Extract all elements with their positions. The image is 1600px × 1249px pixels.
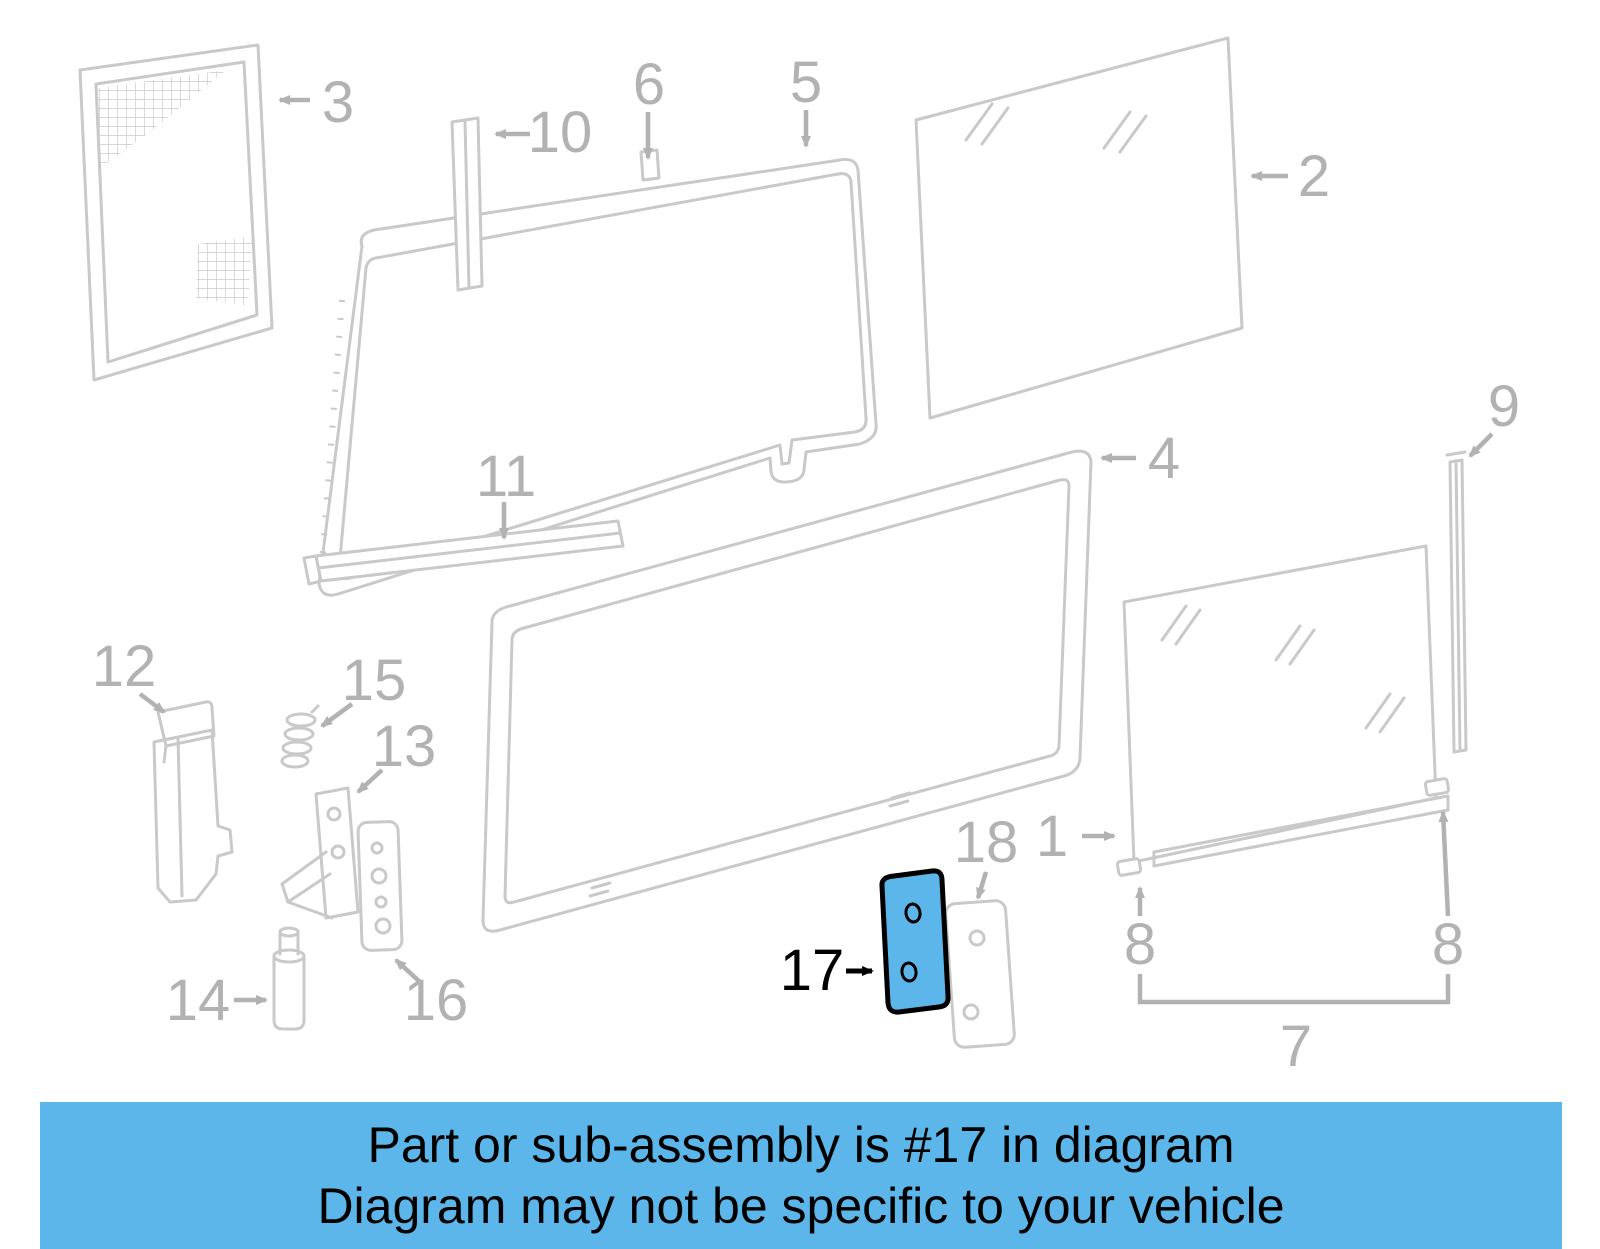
part-13-bracket-drawing [280,786,360,920]
callout-9-label: 9 [1488,374,1520,439]
callout-7-label: 7 [1280,1014,1312,1079]
callout-8-right-arrow [1438,810,1451,917]
callout-6-label: 6 [633,52,665,117]
part-18-plate-drawing [944,899,1016,1049]
callout-18-arrow [975,871,989,900]
part-7-belt-strip-drawing [1152,794,1450,868]
callout-5-label: 5 [790,50,822,115]
callout-17-label: 17 [780,938,845,1003]
callout-7-bracket [1137,974,1451,1005]
part-16-plate-drawing [356,820,404,952]
callout-14-label: 14 [166,968,231,1033]
callout-18-label: 18 [954,810,1019,875]
part-14-pin-drawing [272,926,306,1031]
part-8-clip-left-drawing [1115,857,1143,877]
banner-line-2: Diagram may not be specific to your vehi… [317,1177,1285,1234]
callout-10-label: 10 [528,100,593,165]
part-9-filler-strip-drawing [1445,450,1468,754]
callout-8-right-label: 8 [1432,912,1464,977]
callout-13-label: 13 [372,714,437,779]
part-8-clip-right-drawing [1423,777,1451,797]
callout-9-arrow [1468,432,1494,458]
callout-12-label: 12 [92,634,157,699]
callout-4-label: 4 [1148,426,1180,491]
callout-3-label: 3 [322,70,354,135]
part-17-highlighted-part [879,868,951,1015]
banner-line-1: Part or sub-assembly is #17 in diagram [367,1116,1235,1173]
part-2-glass-drawing [914,36,1244,420]
part-11-channel-strip-drawing [302,519,625,586]
part-3-frame-drawing [78,43,274,382]
callout-15-arrow [320,702,354,728]
part-4-weatherstrip-drawing [481,449,1093,933]
part-1-glass-drawing [1122,544,1438,864]
highlight-banner: Part or sub-assembly is #17 in diagram D… [40,1102,1562,1249]
exploded-parts-diagram: 3 10 6 5 2 9 4 11 12 15 13 14 16 17 18 1… [78,36,1520,1079]
callout-16-label: 16 [404,968,469,1033]
part-15-spring-drawing [280,704,320,769]
callout-12-arrow [138,692,166,714]
callout-13-arrow [356,768,384,794]
callout-11-label: 11 [476,444,536,509]
callout-1-label: 1 [1036,804,1068,869]
callout-15-label: 15 [342,648,407,713]
part-12-latch-drawing [152,700,234,904]
callout-2-label: 2 [1298,144,1330,209]
callout-8-left-label: 8 [1124,912,1156,977]
callout-16-arrow [394,958,422,984]
part-10-channel-drawing [450,116,484,292]
